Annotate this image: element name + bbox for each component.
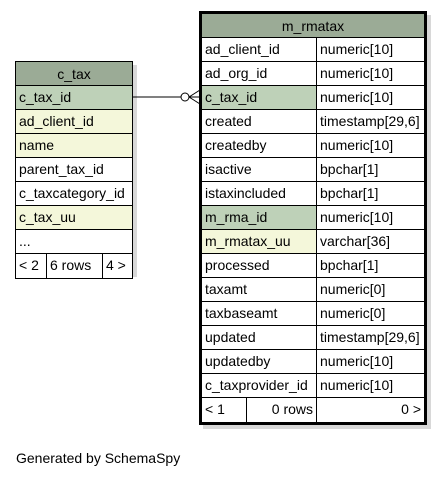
m-rmatax-column-row: istaxincluded bpchar[1] [202, 182, 424, 206]
m-rmatax-column-row: taxbaseamt numeric[0] [202, 302, 424, 326]
m-rmatax-table-header[interactable]: m_rmatax [202, 14, 424, 38]
column-type: numeric[0] [320, 305, 386, 321]
column-name: istaxincluded [202, 182, 317, 205]
column-name: processed [202, 254, 317, 277]
column-type: numeric[10] [320, 209, 394, 225]
column-type: timestamp[29,6] [320, 113, 420, 129]
column-name: taxamt [202, 278, 317, 301]
column-name: taxbaseamt [202, 302, 317, 325]
c-tax-table-header[interactable]: c_tax [16, 62, 132, 86]
m-rmatax-column-row: ad_client_id numeric[10] [202, 38, 424, 62]
generator-caption: Generated by SchemaSpy [16, 450, 181, 466]
c-tax-column-row: name [16, 134, 132, 158]
parents-link[interactable]: < 1 [202, 398, 247, 422]
column-type: timestamp[29,6] [320, 329, 420, 345]
c-tax-column-row: parent_tax_id [16, 158, 132, 182]
m-rmatax-column-row: ad_org_id numeric[10] [202, 62, 424, 86]
m-rmatax-footer: < 1 0 rows 0 > [202, 398, 424, 422]
column-name: c_tax_id [19, 89, 72, 105]
m-rmatax-column-row: createdby numeric[10] [202, 134, 424, 158]
m-rmatax-column-row: c_tax_id numeric[10] [202, 86, 424, 110]
column-type: bpchar[1] [320, 257, 379, 273]
parents-link[interactable]: < 2 [16, 254, 47, 278]
column-name: m_rma_id [202, 206, 317, 229]
m-rmatax-column-row: updated timestamp[29,6] [202, 326, 424, 350]
c-tax-column-row: c_tax_id [16, 86, 132, 110]
m-rmatax-column-row: m_rma_id numeric[10] [202, 206, 424, 230]
column-name: ad_client_id [19, 113, 94, 129]
column-name: c_tax_uu [19, 209, 76, 225]
children-link[interactable]: 0 > [401, 401, 421, 417]
column-type: bpchar[1] [320, 161, 379, 177]
column-type: numeric[10] [320, 377, 394, 393]
m-rmatax-column-row: updatedby numeric[10] [202, 350, 424, 374]
m-rmatax-column-row: c_taxprovider_id numeric[10] [202, 374, 424, 398]
crows-foot-upper [188, 89, 201, 98]
column-name: updated [202, 326, 317, 349]
column-name: ad_org_id [202, 62, 317, 85]
column-name: created [202, 110, 317, 133]
column-type: numeric[10] [320, 137, 394, 153]
column-name: m_rmatax_uu [202, 230, 317, 253]
column-type: numeric[10] [320, 41, 394, 57]
m-rmatax-column-row: isactive bpchar[1] [202, 158, 424, 182]
column-type: numeric[10] [320, 65, 394, 81]
column-name: createdby [202, 134, 317, 157]
m-rmatax-column-row: processed bpchar[1] [202, 254, 424, 278]
m-rmatax-table[interactable]: m_rmatax ad_client_id numeric[10] ad_org… [199, 11, 427, 425]
crows-foot-lower [188, 96, 201, 105]
column-name: updatedby [202, 350, 317, 373]
column-name: ad_client_id [202, 38, 317, 61]
c-tax-column-row: ad_client_id [16, 110, 132, 134]
m-rmatax-column-row: taxamt numeric[0] [202, 278, 424, 302]
c-tax-column-row: ... [16, 230, 132, 254]
c-tax-column-row: c_taxcategory_id [16, 182, 132, 206]
m-rmatax-column-row: m_rmatax_uu varchar[36] [202, 230, 424, 254]
column-name: ... [19, 233, 31, 249]
column-name: name [19, 137, 55, 153]
column-type: varchar[36] [320, 233, 391, 249]
column-name: isactive [202, 158, 317, 181]
column-type: numeric[10] [320, 353, 394, 369]
c-tax-footer: < 2 6 rows 4 > [16, 254, 132, 278]
column-name: c_taxprovider_id [202, 374, 317, 397]
column-name: c_tax_id [202, 86, 317, 109]
c-tax-table[interactable]: c_tax c_tax_id ad_client_id name parent_… [15, 61, 133, 279]
column-name: c_taxcategory_id [19, 185, 125, 201]
m-rmatax-column-row: created timestamp[29,6] [202, 110, 424, 134]
column-type: numeric[10] [320, 89, 394, 105]
c-tax-column-row: c_tax_uu [16, 206, 132, 230]
children-link[interactable]: 4 > [106, 257, 126, 273]
row-count: 0 rows [247, 398, 317, 422]
zero-marker [180, 92, 190, 102]
column-type: bpchar[1] [320, 185, 379, 201]
column-type: numeric[0] [320, 281, 386, 297]
column-name: parent_tax_id [19, 161, 104, 177]
row-count: 6 rows [47, 254, 103, 278]
